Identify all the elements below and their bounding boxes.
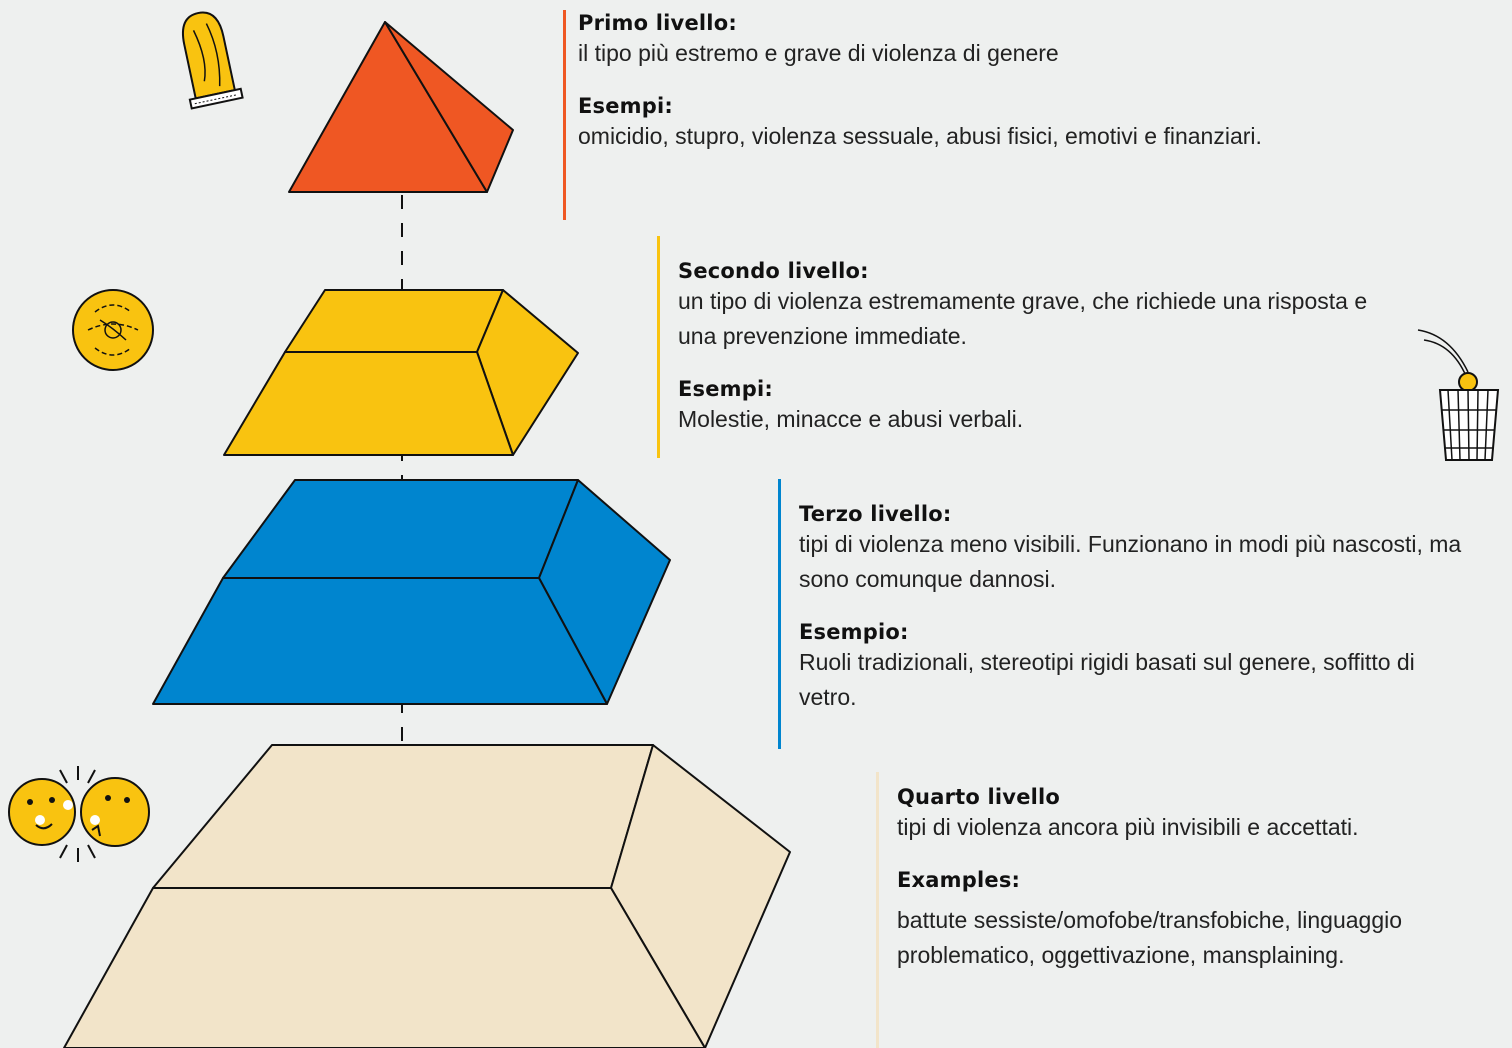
level-3-accent-bar: [778, 479, 781, 749]
level-3-examples-heading: Esempio:: [799, 620, 909, 644]
level-2-examples-heading: Esempi:: [678, 377, 773, 401]
level-3-description: tipi di violenza meno visibili. Funziona…: [799, 531, 1462, 592]
level-3-examples: Ruoli tradizionali, stereotipi rigidi ba…: [799, 649, 1415, 710]
faces-icon: [8, 766, 150, 862]
level-2-accent-bar: [657, 236, 660, 458]
level-1-accent-bar: [563, 10, 566, 220]
level-1-examples: omicidio, stupro, violenza sessuale, abu…: [578, 123, 1262, 149]
level-2-description: un tipo di violenza estremamente grave, …: [678, 288, 1368, 349]
level-2-text: Secondo livello: un tipo di violenza est…: [657, 236, 1397, 458]
trash-bin-icon: [1417, 329, 1500, 461]
pyramid-level-3: [152, 479, 671, 705]
level-4-description: tipi di violenza ancora più invisibili e…: [897, 814, 1359, 840]
level-1-text: Primo livello: il tipo più estremo e gra…: [563, 10, 1262, 220]
level-3-text: Terzo livello: tipi di violenza meno vis…: [778, 479, 1498, 749]
level-1-examples-heading: Esempi:: [578, 94, 673, 118]
level-4-examples: battute sessiste/omofobe/transfobiche, l…: [897, 907, 1403, 968]
level-2-heading: Secondo livello:: [678, 259, 869, 283]
level-1-heading: Primo livello:: [578, 11, 737, 35]
level-3-heading: Terzo livello:: [799, 502, 952, 526]
level-4-accent-bar: [876, 772, 879, 1048]
pyramid-level-4: [63, 744, 791, 1048]
yarn-ball-icon: [72, 289, 154, 371]
pyramid-level-1: [288, 21, 514, 193]
level-4-examples-heading: Examples:: [897, 868, 1021, 892]
level-4-heading: Quarto livello: [897, 785, 1061, 809]
level-1-description: il tipo più estremo e grave di violenza …: [578, 40, 1059, 66]
level-2-examples: Molestie, minacce e abusi verbali.: [678, 406, 1024, 432]
ice-cream-icon: [181, 11, 244, 110]
pyramid-level-2: [223, 289, 579, 456]
level-4-text: Quarto livello tipi di violenza ancora p…: [876, 772, 1496, 1048]
